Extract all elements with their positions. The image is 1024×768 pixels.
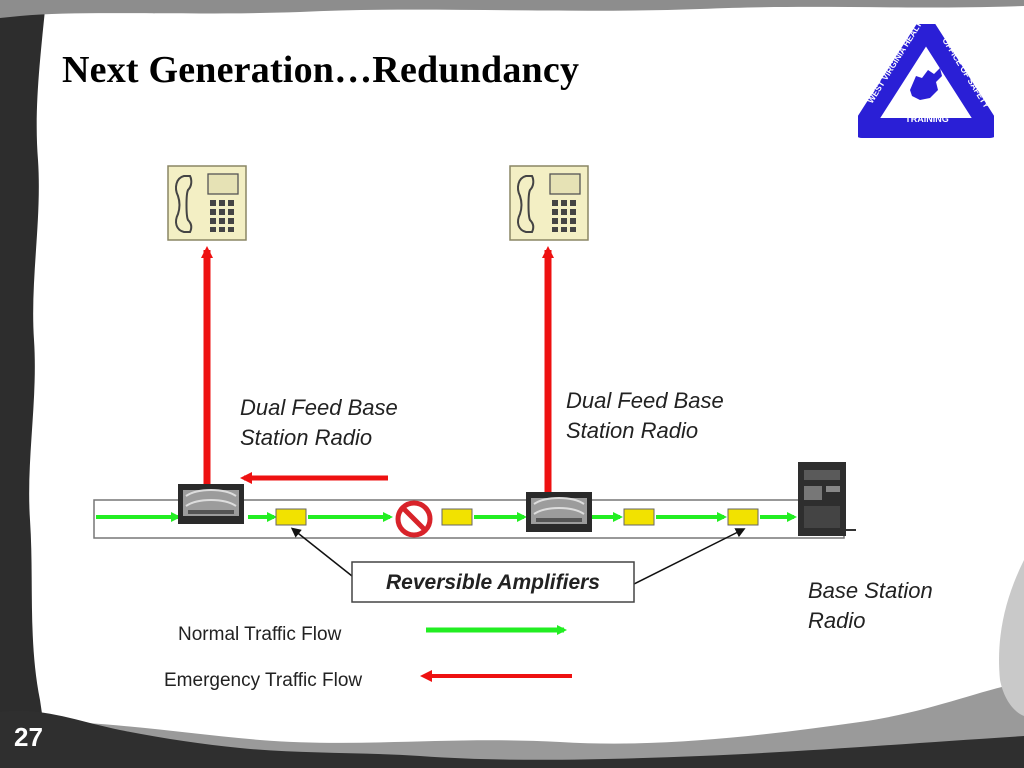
right-bottom-tear (999, 560, 1024, 716)
amplifier-2 (441, 508, 473, 526)
amplifier-1 (275, 508, 307, 526)
logo-triangle (858, 24, 994, 138)
base-station-label-line1: Base Station (808, 578, 933, 603)
amplifier-3 (623, 508, 655, 526)
dual-feed-right-label-line2: Station Radio (566, 418, 698, 443)
base-station-label-line2: Radio (808, 608, 865, 633)
bottom-dark-band (0, 710, 1024, 768)
dual-feed-right-label-line1: Dual Feed Base (566, 388, 724, 413)
bottom-gray-edge (0, 682, 1024, 768)
callout-line-left (290, 527, 353, 577)
dual-feed-radio-right (525, 491, 593, 533)
legend-normal-label: Normal Traffic Flow (178, 624, 342, 645)
callout-line-right (633, 528, 746, 585)
redundancy-diagram: Dual Feed Base Station Radio Dual Feed B… (93, 165, 933, 690)
phone-icon-left (167, 165, 247, 241)
wv-state-icon (910, 68, 942, 100)
amplifier-4 (727, 508, 759, 526)
logo-bottom-line1: TRAINING (905, 114, 949, 124)
left-dark-border (0, 0, 50, 768)
legend-emergency-label: Emergency Traffic Flow (164, 670, 362, 690)
blocked-icon (395, 500, 433, 538)
amplifiers-callout-label: Reversible Amplifiers (386, 571, 600, 594)
slide-title: Next Generation…Redundancy (62, 49, 580, 91)
phone-icon-right (509, 165, 589, 241)
dual-feed-left-label-line2: Station Radio (240, 425, 372, 450)
slide-number: 27 (14, 722, 43, 752)
base-station-radio-icon (798, 462, 856, 536)
wv-office-logo: WEST VIRGINIA HEALTH OFFICE OF SAFETY TR… (858, 24, 994, 138)
top-gray-edge (0, 0, 1024, 18)
amplifiers-callout-box (351, 561, 635, 603)
logo-bottom-line2: MINERS (909, 125, 944, 135)
dual-feed-radio-left (177, 483, 245, 525)
dual-feed-left-label-line1: Dual Feed Base (240, 395, 398, 420)
